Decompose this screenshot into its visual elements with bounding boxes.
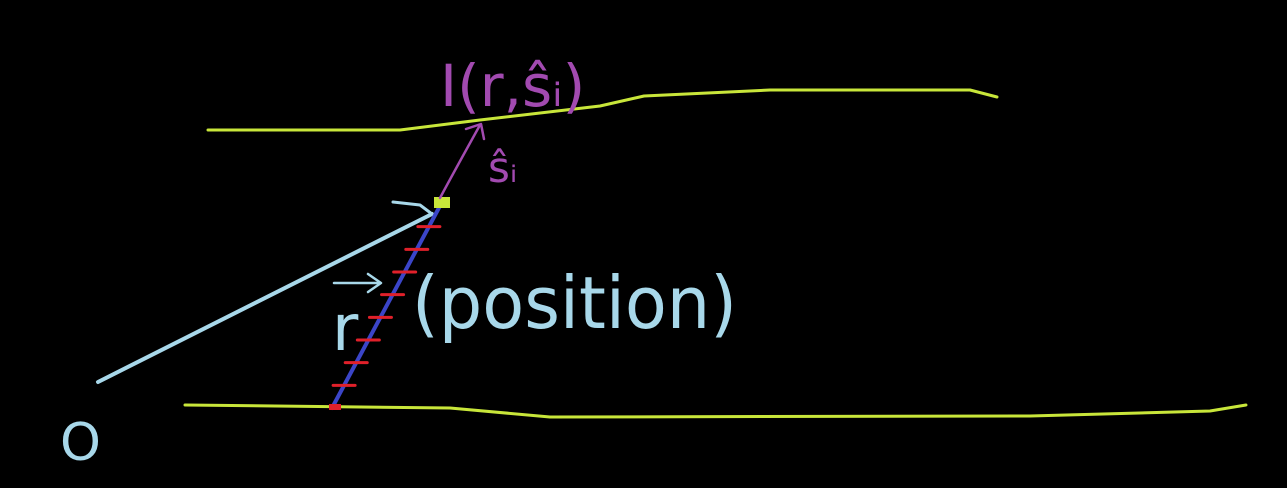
ray-end-marker [434,197,450,208]
position-vector-arrowhead [391,200,434,216]
direction-label: ŝᵢ [488,143,517,192]
position-annotation: (position) [412,261,737,345]
bottom-boundary-line [183,403,1248,419]
intensity-label: I(r,ŝᵢ) [440,52,585,120]
ray-tick-marks [331,225,442,387]
r-vector-arrow [332,272,383,294]
direction-arrow [438,123,482,200]
position-vector-label: r [332,292,359,366]
origin-label: O [60,413,101,473]
top-boundary-line [206,88,999,132]
ray-start-marker [329,404,341,410]
ray-line [330,202,443,410]
position-vector-line [96,212,434,384]
direction-arrowhead [464,122,486,141]
